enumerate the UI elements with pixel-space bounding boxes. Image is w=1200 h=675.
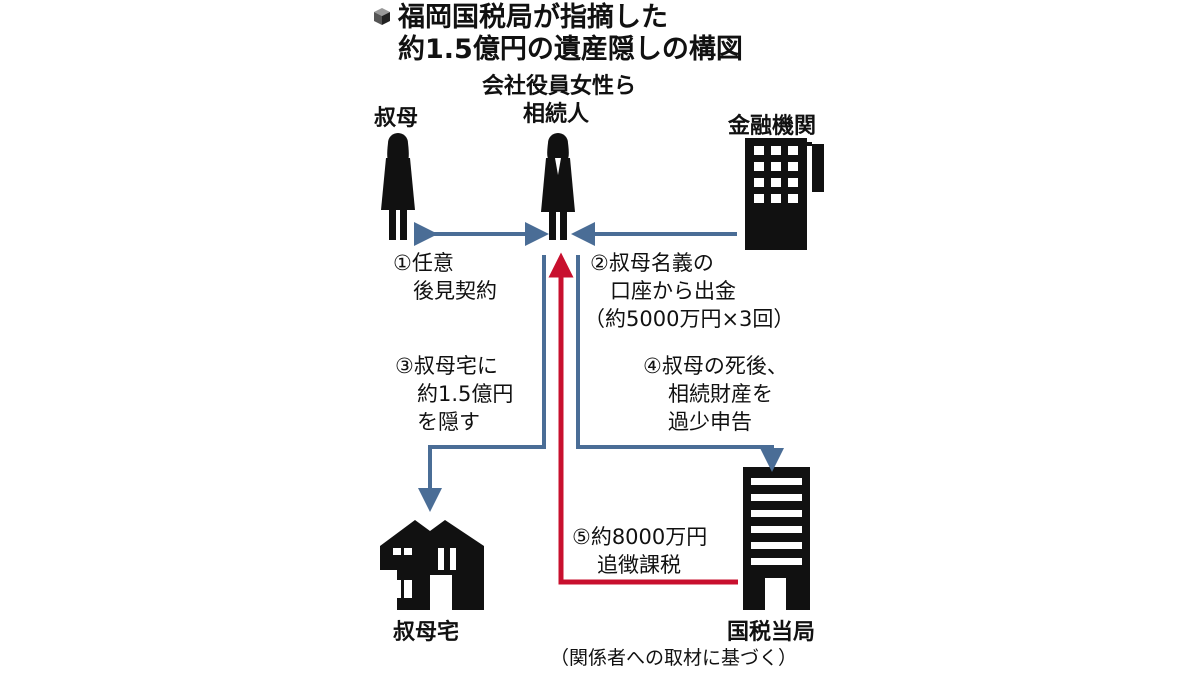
- step3-line: 約1.5億円: [417, 382, 514, 406]
- step4-note: ④叔母の死後、 相続財産を 過少申告: [643, 352, 788, 436]
- step1-line: ①任意: [393, 251, 454, 275]
- step3-line: ③叔母宅に: [395, 354, 498, 378]
- arrow-hide-money: [418, 255, 546, 512]
- arrow-underreport: [576, 255, 784, 472]
- step3-line: を隠す: [417, 410, 480, 434]
- arrow-additional-tax: [548, 252, 738, 585]
- heir-figure-icon: [541, 133, 575, 240]
- aunt-house-label: 叔母宅: [393, 620, 460, 645]
- step2-line: （約5000万円×3回）: [584, 307, 795, 331]
- heir-label-line2: 相続人: [523, 102, 590, 127]
- step4-line: 過少申告: [668, 410, 752, 434]
- title-line1: 福岡国税局が指摘した: [398, 2, 668, 33]
- step2-line: ②叔母名義の: [590, 251, 714, 275]
- aunt-label: 叔母: [374, 106, 419, 131]
- bank-label: 金融機関: [728, 114, 817, 139]
- step4-line: ④叔母の死後、: [643, 354, 788, 378]
- cube-icon: [374, 8, 390, 25]
- step2-line: 口座から出金: [610, 279, 736, 303]
- aunt-figure-icon: [381, 133, 415, 240]
- step1-line: 後見契約: [413, 279, 497, 303]
- step2-note: ②叔母名義の 口座から出金 （約5000万円×3回）: [584, 249, 794, 333]
- source-note: （関係者への取材に基づく）: [550, 647, 798, 669]
- heir-label-line1: 会社役員女性ら: [482, 74, 637, 99]
- house-icon: [380, 520, 484, 610]
- step5-line: ⑤約8000万円: [572, 525, 708, 549]
- step5-note: ⑤約8000万円 追徴課税: [572, 523, 707, 579]
- step1-note: ①任意 後見契約: [393, 249, 497, 305]
- step4-line: 相続財産を: [668, 382, 773, 406]
- step5-line: 追徴課税: [597, 553, 681, 577]
- tax-authority-label: 国税当局: [727, 620, 816, 645]
- step3-note: ③叔母宅に 約1.5億円 を隠す: [395, 352, 513, 436]
- bank-building-icon: [745, 138, 824, 250]
- tax-office-building-icon: [743, 467, 810, 610]
- title-line2: 約1.5億円の遺産隠しの構図: [398, 34, 743, 65]
